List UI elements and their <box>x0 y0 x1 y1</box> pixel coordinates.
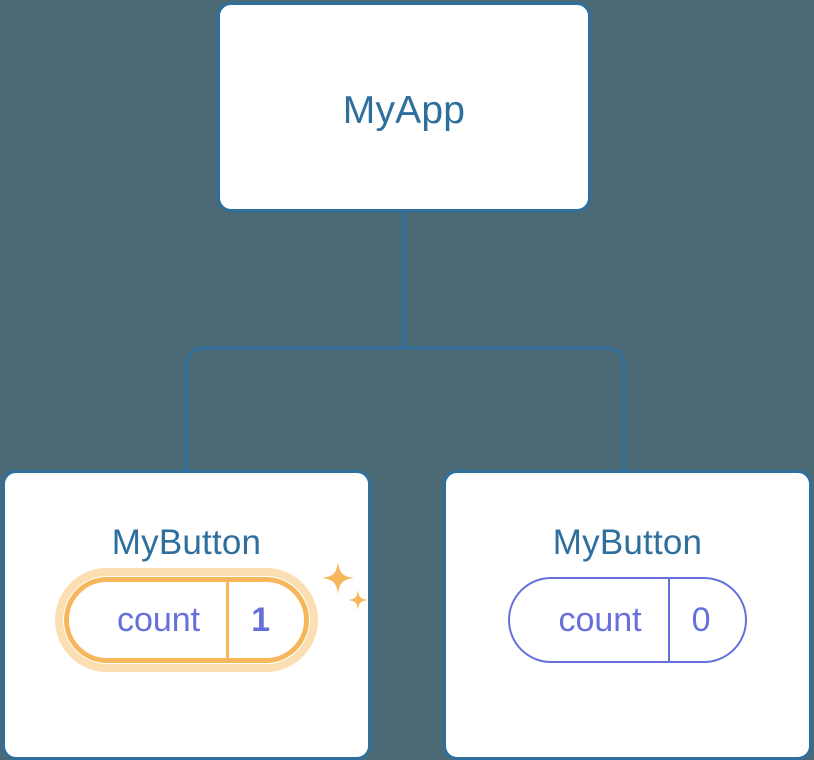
state-pill-left-glow <box>54 568 319 672</box>
state-pill-left-key: count <box>116 601 201 639</box>
state-pill-right-key: count <box>558 601 642 639</box>
node-myapp[interactable]: MyApp <box>217 2 591 212</box>
state-pill-right-wrap: count 0 <box>446 577 809 663</box>
node-mybutton-left[interactable]: MyButton count 1 <box>2 470 371 760</box>
node-myapp-title: MyApp <box>342 89 466 132</box>
state-pill-left-wrap: count 1 <box>5 568 368 672</box>
state-pill-left-holder: count 1 <box>54 568 319 672</box>
state-pill-right-holder: count 0 <box>508 577 747 663</box>
state-pill-right[interactable]: count 0 <box>508 577 747 663</box>
node-mybutton-left-title: MyButton <box>111 523 262 562</box>
state-pill-right-value: 0 <box>667 579 745 661</box>
node-mybutton-right-title: MyButton <box>552 523 703 562</box>
node-mybutton-right[interactable]: MyButton count 0 <box>443 470 812 760</box>
state-pill-left-value: 1 <box>226 582 304 658</box>
state-pill-left[interactable]: count 1 <box>63 577 310 663</box>
edge-bracket <box>184 346 626 470</box>
